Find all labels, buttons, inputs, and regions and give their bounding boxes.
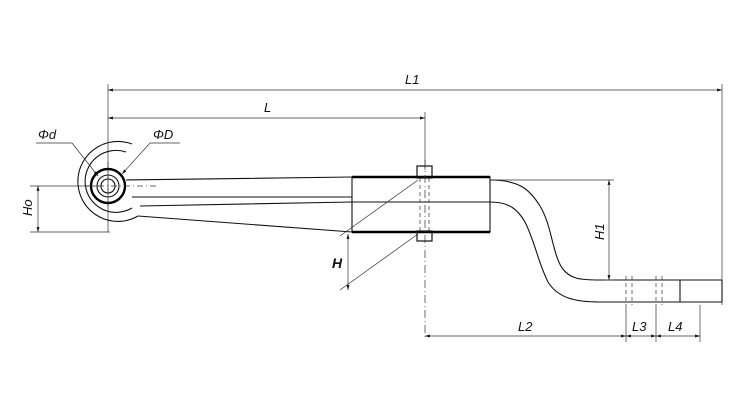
spring-eye — [77, 140, 158, 222]
dimension-diameters: Φd ΦD — [36, 127, 180, 177]
label-l2: L2 — [518, 319, 533, 334]
label-ho: Ho — [20, 199, 35, 216]
dimension-l2-l3-l4: L2 L3 L4 — [425, 305, 701, 342]
label-h: H — [332, 255, 343, 271]
label-phi-d: Φd — [38, 127, 57, 142]
dimension-l1: L1 — [107, 72, 723, 305]
label-l3: L3 — [632, 319, 647, 334]
dimension-h1: H1 — [492, 179, 614, 281]
spring-leaves — [125, 175, 723, 305]
label-phi-big-d: ΦD — [153, 127, 173, 142]
label-l1: L1 — [405, 72, 419, 87]
label-l4: L4 — [668, 319, 682, 334]
dimension-h: H — [332, 179, 419, 291]
label-l: L — [264, 100, 271, 115]
label-h1: H1 — [592, 223, 607, 240]
center-bolt — [416, 160, 433, 340]
dimension-ho: Ho — [20, 185, 110, 233]
